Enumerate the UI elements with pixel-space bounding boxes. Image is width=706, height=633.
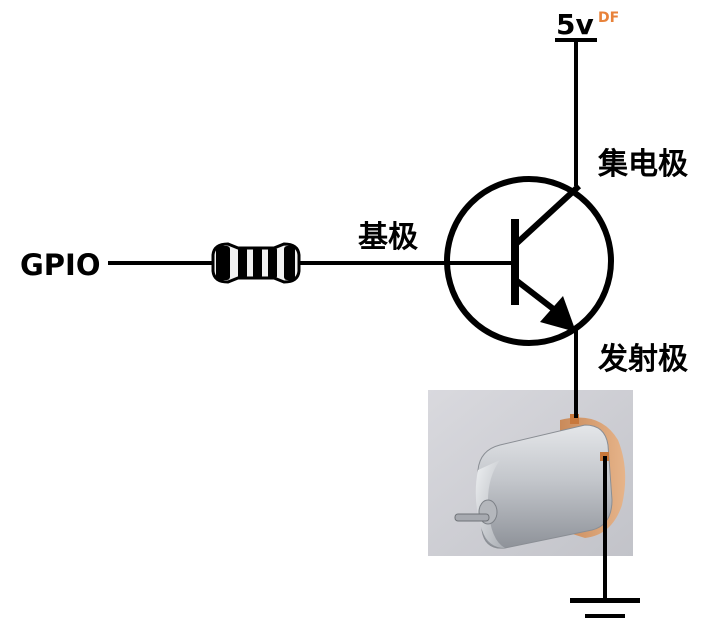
- supply-voltage-label: 5v: [556, 8, 594, 41]
- transistor-collector-leg: [514, 183, 582, 246]
- resistor-band-4: [268, 248, 277, 278]
- resistor-band-2: [238, 248, 247, 278]
- motor-photo: [428, 390, 633, 556]
- ground-bar-2: [585, 614, 625, 618]
- collector-label: 集电极: [597, 147, 688, 182]
- base-label: 基极: [358, 220, 418, 255]
- resistor-band-5: [284, 246, 295, 280]
- motor-terminal-top: [570, 414, 579, 424]
- resistor: [211, 242, 301, 284]
- emitter-arrow-icon: [540, 296, 576, 332]
- transistor-base-bar: [511, 219, 519, 305]
- ground-symbol: [570, 598, 640, 618]
- npn-transistor: [444, 176, 614, 346]
- motor-can: [475, 424, 613, 549]
- transistor-emitter-leg: [515, 278, 558, 314]
- resistor-band-1: [216, 246, 230, 280]
- transistor-circle: [444, 176, 614, 346]
- emitter-label: 发射极: [597, 342, 688, 377]
- resistor-band-3: [253, 248, 262, 278]
- ground-bar-1: [570, 598, 640, 603]
- motor-shaft: [454, 513, 490, 522]
- gpio-label: GPIO: [20, 248, 101, 282]
- wires: [108, 42, 607, 598]
- watermark: DF: [598, 10, 619, 26]
- supply-rail: [555, 38, 597, 42]
